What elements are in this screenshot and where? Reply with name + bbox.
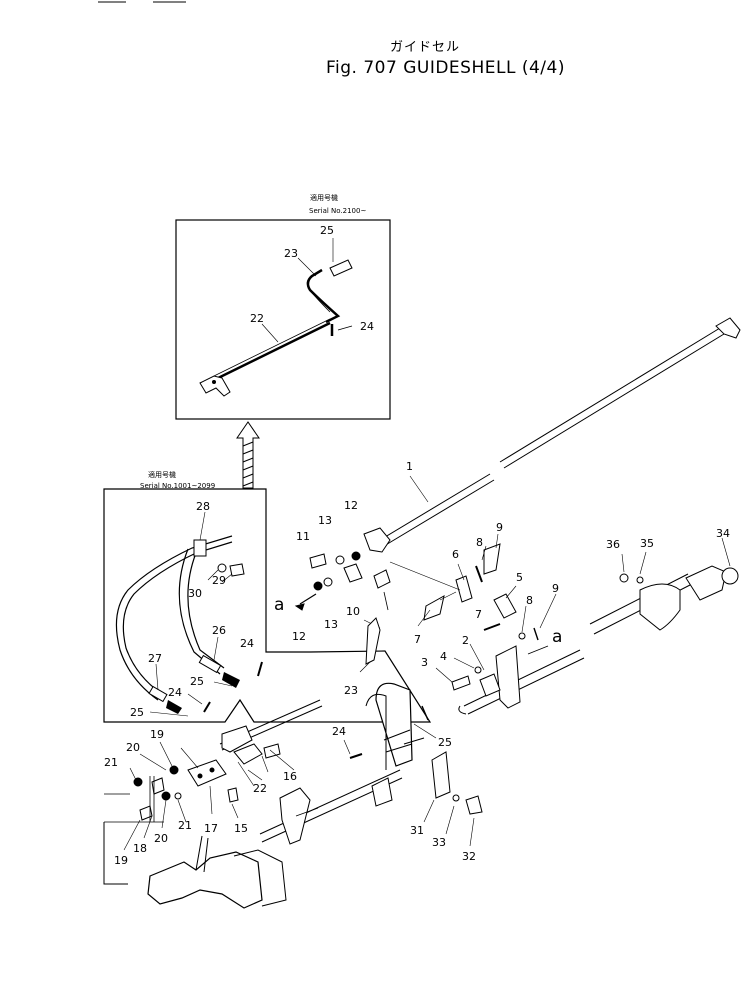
callout-19b: 19: [114, 854, 128, 867]
callout-8b: 8: [526, 594, 533, 607]
inset-upper-label-jp: 適用号機: [310, 193, 338, 202]
inset-upper-serial: Serial No.2100~: [309, 207, 366, 215]
callout-9a: 9: [496, 521, 503, 534]
callout-32: 32: [462, 850, 476, 863]
callout-29: 29: [212, 574, 226, 587]
callout-20b: 20: [154, 832, 168, 845]
callout-18: 18: [133, 842, 147, 855]
center-hardware: [294, 551, 391, 629]
callout-23b: 23: [344, 684, 358, 697]
callout-13a: 13: [318, 514, 332, 527]
callout-1: 1: [406, 460, 413, 473]
callout-20a: 20: [126, 741, 140, 754]
callout-25a: 25: [320, 224, 334, 237]
callout-28: 28: [196, 500, 210, 513]
arrow-to-upper-inset: [236, 421, 260, 489]
callout-2: 2: [462, 634, 469, 647]
figure-title-jp: ガイドセル: [390, 40, 461, 55]
callout-16: 16: [283, 770, 297, 783]
inset-left-label-jp: 適用号機: [148, 470, 176, 479]
callout-9b: 9: [552, 582, 559, 595]
callout-10: 10: [346, 605, 360, 618]
callout-30: 30: [188, 587, 202, 600]
callout-25d: 25: [438, 736, 452, 749]
callout-19a: 19: [150, 728, 164, 741]
callout-12a: 12: [344, 499, 358, 512]
callout-31: 31: [410, 824, 424, 837]
callout-17: 17: [204, 822, 218, 835]
callout-34: 34: [716, 527, 730, 540]
callout-24c: 24: [168, 686, 182, 699]
inset-left-serial: Serial No.1001~2099: [140, 482, 215, 490]
callout-12b: 12: [292, 630, 306, 643]
callout-11: 11: [296, 530, 310, 543]
callouts: 1 2 3 4 5 6 7 7 8 8 9 9 10 11 12 12 13 1…: [104, 224, 730, 867]
callout-7b: 7: [475, 608, 482, 621]
main-rod-1: [363, 317, 741, 553]
callout-3: 3: [421, 656, 428, 669]
inset-left: 適用号機 Serial No.1001~2099: [103, 470, 432, 723]
callout-13b: 13: [324, 618, 338, 631]
callout-8a: 8: [476, 536, 483, 549]
callout-26: 26: [212, 624, 226, 637]
callout-7a: 7: [414, 633, 421, 646]
callout-6: 6: [452, 548, 459, 561]
lower-mechanism: [103, 617, 483, 909]
callout-36: 36: [606, 538, 620, 551]
callout-21b: 21: [178, 819, 192, 832]
reference-letter-a-left: a: [274, 595, 284, 615]
callout-21a: 21: [104, 756, 118, 769]
callout-15: 15: [234, 822, 248, 835]
inset-upper: 適用号機 Serial No.2100~: [175, 193, 391, 420]
callout-22a: 22: [250, 312, 264, 325]
callout-25b: 25: [190, 675, 204, 688]
callout-24d: 24: [332, 725, 346, 738]
callout-25c: 25: [130, 706, 144, 719]
callout-24a: 24: [360, 320, 374, 333]
callout-24b: 24: [240, 637, 254, 650]
callout-35: 35: [640, 537, 654, 550]
callout-5: 5: [516, 571, 523, 584]
callout-33: 33: [432, 836, 446, 849]
callout-22b: 22: [253, 782, 267, 795]
figure-title: Fig. 707 GUIDESHELL (4/4): [326, 58, 565, 78]
callout-23a: 23: [284, 247, 298, 260]
right-shaft: [389, 533, 739, 715]
callout-4: 4: [440, 650, 447, 663]
reference-letter-a-right: a: [552, 627, 562, 647]
callout-27: 27: [148, 652, 162, 665]
